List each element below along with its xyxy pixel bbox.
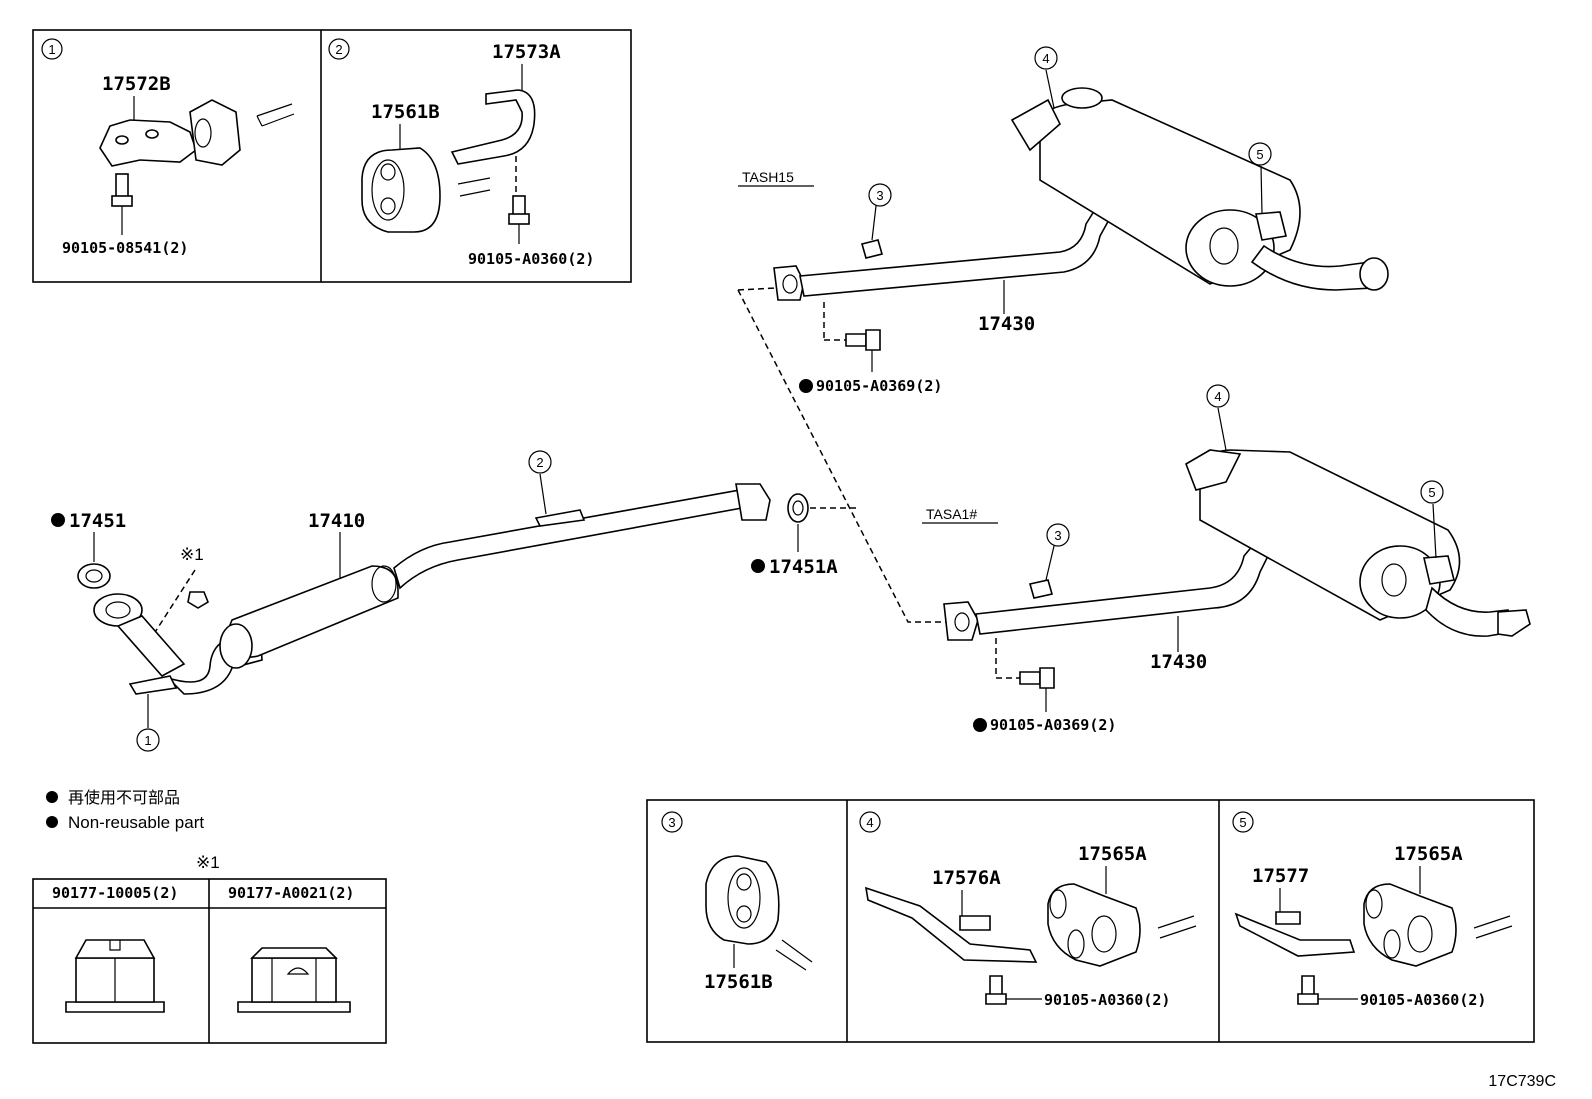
upper-callout-5: 5 (1256, 147, 1263, 162)
inset-box-1-2 (32, 29, 632, 283)
inset-3: 3 17561B (661, 811, 813, 993)
upper-callout-3: 3 (876, 188, 883, 203)
part-17565a-label-inset4: 17565A (1078, 843, 1147, 865)
diagram-code: 17C739C (1488, 1073, 1556, 1090)
nut-table: ※1 90177-10005(2) 90177-A0021(2) (32, 853, 387, 1044)
lower-tail-pipe-17430-label: 17430 (1150, 651, 1207, 673)
center-long-pipe (393, 489, 743, 590)
hanger-rod-shape (450, 89, 536, 165)
part-17561b-label-inset2: 17561B (371, 101, 440, 123)
inset-box-3-4-5 (646, 799, 1535, 1043)
center-pipe-assembly: 17451 17410 ※1 1 2 (51, 450, 856, 752)
bracket-17576a-shape (864, 886, 1038, 963)
part-17573a-label: 17573A (492, 41, 561, 63)
legend-en: Non-reusable part (68, 813, 204, 832)
bolt-90105-a0360-label-inset2: 90105-A0360(2) (468, 250, 594, 268)
inset-1: 1 17572B 90105-08541(2) (41, 38, 295, 257)
inset-4: 4 17576A 17565A 90105-A0360(2) (859, 811, 1197, 1009)
bolt-90105-a0360-label-inset4: 90105-A0360(2) (1044, 991, 1170, 1009)
part-17565a-label-inset5: 17565A (1394, 843, 1463, 865)
nut-90177-10005-label: 90177-10005(2) (52, 884, 178, 902)
inset-2-number: 2 (335, 42, 342, 57)
bolt-90105-a0360-label-inset5: 90105-A0360(2) (1360, 991, 1486, 1009)
model-tasa1-label: TASA1# (926, 506, 977, 522)
lower-tail-pipe (975, 542, 1269, 635)
inset-5: 5 17577 17565A 90105-A0360(2) (1232, 811, 1513, 1009)
part-17561b-label-inset3: 17561B (704, 971, 773, 993)
inset-4-number: 4 (866, 815, 873, 830)
lower-callout-3: 3 (1054, 528, 1061, 543)
inset-5-number: 5 (1239, 815, 1246, 830)
rear-flange (735, 483, 771, 521)
lower-variant: TASA1# 3 4 5 17430 90 (922, 384, 1531, 734)
lower-callout-4: 4 (1214, 389, 1221, 404)
gasket-17451-shape (77, 563, 111, 589)
model-tash15-label: TASH15 (742, 169, 794, 185)
upper-variant: TASH15 3 4 5 17430 (738, 46, 1389, 395)
nut-shape (187, 591, 209, 609)
upper-tail-pipe (799, 206, 1112, 297)
lower-bolt-90105-a0369-label: 90105-A0369(2) (990, 716, 1116, 734)
gasket-17451a-label: 17451A (769, 556, 838, 578)
inset-3-number: 3 (668, 815, 675, 830)
callout-1: 1 (144, 733, 151, 748)
lower-callout-5: 5 (1428, 485, 1435, 500)
legend: 再使用不可部品 Non-reusable part (46, 789, 204, 832)
bracket-17577-shape (1234, 912, 1356, 957)
note-mark-1: ※1 (180, 545, 204, 564)
rubber-17561b-shape (361, 147, 441, 233)
part-17572b-label: 17572B (102, 73, 171, 95)
nut-table-mark: ※1 (196, 853, 220, 872)
bracket-shape (99, 119, 197, 167)
gasket-17451-label: 17451 (69, 510, 126, 532)
inset-2: 2 17573A 17561B 90105-A0360(2) (328, 38, 594, 268)
callout-2: 2 (536, 455, 543, 470)
bolt-90105-08541-label: 90105-08541(2) (62, 239, 188, 257)
rubber-17561b-shape-inset3 (705, 855, 780, 945)
upper-callout-4: 4 (1042, 51, 1049, 66)
part-17577-label: 17577 (1252, 865, 1309, 887)
inset-1-number: 1 (48, 42, 55, 57)
upper-tail-pipe-17430-label: 17430 (978, 313, 1035, 335)
upper-bolt-90105-a0369-label: 90105-A0369(2) (816, 377, 942, 395)
center-pipe-17410-label: 17410 (308, 510, 365, 532)
gasket-17451a-shape (787, 493, 809, 523)
nut-90177-a0021-label: 90177-A0021(2) (228, 884, 354, 902)
legend-jp: 再使用不可部品 (68, 789, 180, 807)
rubber-hanger-shape (189, 99, 241, 166)
part-17576a-label: 17576A (932, 867, 1001, 889)
